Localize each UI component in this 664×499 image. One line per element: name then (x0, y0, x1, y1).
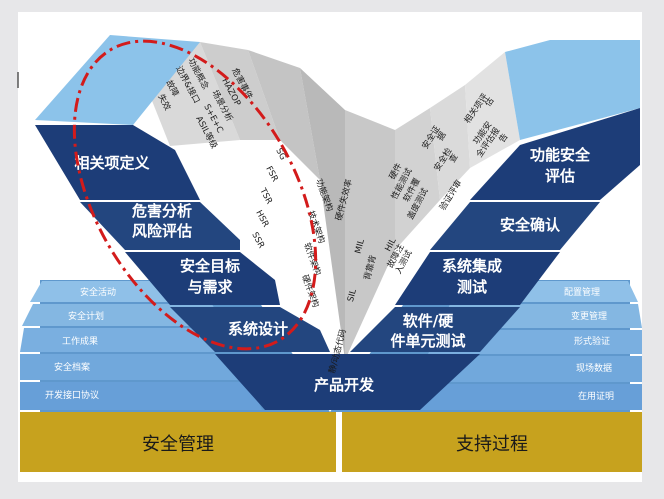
block-label-unit-test-2: 件单元测试 (390, 332, 465, 350)
right-step-label: 形式验证 (574, 335, 610, 347)
safety-management-bar (20, 412, 336, 472)
left-step-2 (20, 328, 236, 352)
left-step-label: 安全活动 (80, 286, 116, 298)
right-step-label: 变更管理 (571, 310, 607, 322)
block-label-hara-1: 危害分析 (132, 202, 192, 220)
right-step-label: 配置管理 (564, 286, 600, 298)
right-work-product-faces (345, 52, 520, 360)
block-label-integration-1: 系统集成 (442, 257, 502, 275)
center-block (215, 354, 480, 410)
block-label-item-definition: 相关项定义 (74, 154, 149, 172)
block-label-integration-2: 测试 (457, 278, 487, 296)
left-block-2 (125, 252, 280, 305)
block-label-hara-2: 风险评估 (132, 222, 192, 240)
block-label-unit-test-1: 软件/硬 (403, 312, 454, 330)
right-top-cap (505, 40, 640, 140)
right-step-label: 在用证明 (578, 390, 614, 402)
safety-management-label: 安全管理 (142, 434, 214, 455)
left-step-3 (20, 354, 250, 380)
highlight-ellipse (72, 39, 318, 351)
block-label-safety-goal-2: 与需求 (187, 278, 233, 296)
right-face-3 (465, 52, 520, 168)
left-face-2 (248, 50, 320, 180)
left-block-3 (170, 307, 330, 352)
left-step-label: 安全档案 (54, 361, 90, 373)
left-step-label: 开发接口协议 (45, 389, 99, 401)
right-block-0 (470, 108, 640, 200)
support-process-bar (342, 412, 642, 472)
block-label-product-development: 产品开发 (314, 376, 375, 394)
wp-label: MIL (353, 238, 367, 255)
block-label-safety-goal-1: 安全目标 (180, 257, 240, 275)
block-label-fs-assessment-2: 评估 (545, 167, 575, 185)
left-face-3 (300, 68, 345, 360)
right-step-4 (404, 384, 642, 410)
right-face-1 (395, 108, 440, 250)
right-step-3 (416, 356, 642, 382)
block-label-safety-validation: 安全确认 (500, 216, 561, 234)
right-step-label: 现场数据 (576, 362, 612, 374)
block-label-system-design: 系统设计 (228, 320, 288, 338)
wp-label: SIL (346, 288, 359, 303)
left-step-4 (20, 382, 262, 410)
right-block-3 (350, 307, 520, 352)
left-step-label: 安全计划 (68, 310, 104, 322)
right-face-2 (430, 85, 470, 200)
left-step-label: 工作成果 (62, 335, 98, 347)
right-v-blocks (350, 108, 640, 352)
block-label-fs-assessment-1: 功能安全 (530, 146, 591, 164)
left-block-1 (80, 202, 240, 250)
right-face-0 (345, 110, 395, 360)
right-block-1 (430, 202, 600, 250)
support-process-label: 支持过程 (456, 434, 528, 455)
right-block-2 (395, 252, 560, 305)
